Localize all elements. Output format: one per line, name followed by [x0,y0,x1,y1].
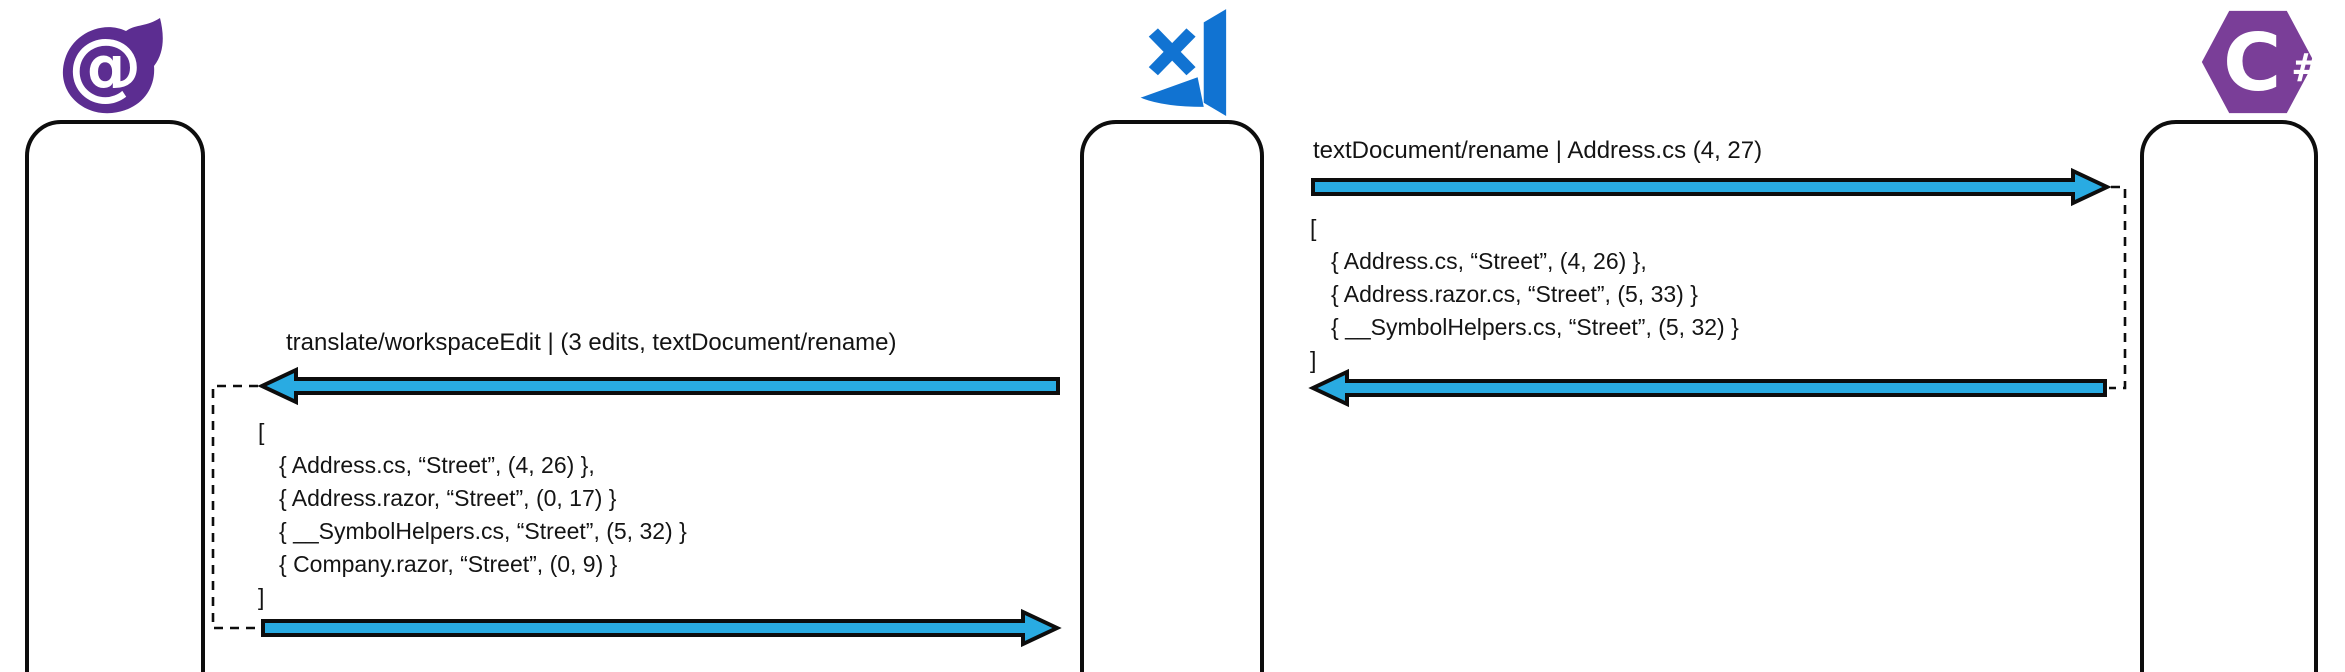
rename-response-block: [ { Address.cs, “Street”, (4, 26) }, { A… [1310,212,1739,377]
vs-swoosh-shape [1140,77,1204,107]
code-line: ] [1310,347,1317,373]
code-line: { Company.razor, “Street”, (0, 9) } [279,551,618,577]
code-line: ] [258,584,265,610]
csharp-hash-glyph: # [2291,46,2324,91]
rename-request-arrow [1311,167,2112,207]
workspace-edit-request-label: translate/workspaceEdit | (3 edits, text… [286,329,897,356]
code-line: { Address.razor, “Street”, (0, 17) } [279,485,617,511]
vs-chevron-stroke-2 [1148,28,1196,76]
vs-bar-shape [1203,9,1227,116]
visual-studio-icon [1113,4,1268,116]
csharp-icon: C # [2178,8,2338,116]
workspace-edit-request-arrow [257,366,1060,406]
workspace-edit-return-dashed-connector [211,384,259,630]
blazor-flame-shape [62,18,163,114]
code-line: { __SymbolHelpers.cs, “Street”, (5, 32) … [279,518,687,544]
code-line: { Address.cs, “Street”, (4, 26) }, [1331,248,1647,274]
blazor-at-glyph: @ [68,23,142,109]
code-line: { __SymbolHelpers.cs, “Street”, (5, 32) … [1331,314,1739,340]
csharp-c-glyph: C [2223,16,2281,109]
csharp-lifeline [2140,120,2318,672]
code-line: { Address.cs, “Street”, (4, 26) }, [279,452,595,478]
blazor-lifeline [25,120,205,672]
code-line: [ [258,419,265,445]
blazor-icon: @ [48,16,168,116]
visual-studio-lifeline [1080,120,1264,672]
code-line: { Address.razor.cs, “Street”, (5, 33) } [1331,281,1698,307]
workspace-edit-response-block: [ { Address.cs, “Street”, (4, 26) }, { A… [258,416,687,614]
csharp-hexagon-shape [2201,10,2315,114]
code-line: [ [1310,215,1317,241]
rename-return-dashed-connector [2109,185,2127,390]
workspace-edit-response-arrow [261,608,1062,648]
rename-request-label: textDocument/rename | Address.cs (4, 27) [1313,137,1763,164]
